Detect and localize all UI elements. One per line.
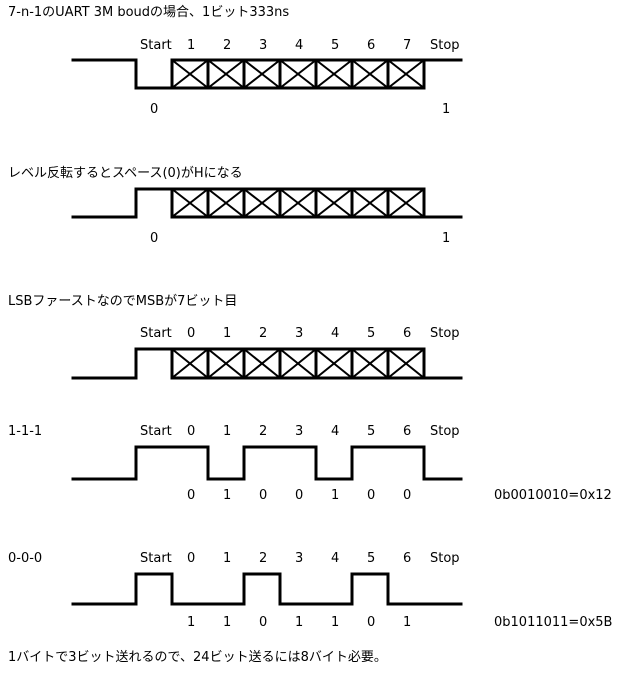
- bit-label: 2: [223, 38, 232, 53]
- bit-label-start: Start: [140, 38, 172, 53]
- bit-label: 5: [331, 38, 340, 53]
- byte-result: 0b0010010=0x12: [494, 488, 612, 503]
- bit-label: 3: [295, 424, 304, 439]
- bit-label: 4: [295, 38, 304, 53]
- bit-label: 6: [403, 551, 412, 566]
- bit-label-start: Start: [140, 424, 172, 439]
- bit-label: 2: [259, 424, 268, 439]
- bit-label-stop: Stop: [430, 424, 460, 439]
- bit-value: 1: [331, 488, 340, 503]
- bit-label-start: Start: [140, 326, 172, 341]
- bit-value: 0: [259, 615, 268, 630]
- heading-level-inversion: レベル反転するとスペース(0)がHになる: [8, 166, 243, 181]
- bit-label: 2: [259, 326, 268, 341]
- bit-label: 6: [367, 38, 376, 53]
- bit-label-stop: Stop: [430, 38, 460, 53]
- bit-value: 1: [223, 488, 232, 503]
- waveform-normal: [71, 58, 463, 90]
- level-label-high: 1: [442, 102, 451, 117]
- heading-lsb-first: LSBファーストなのでMSBが7ビット目: [8, 294, 238, 309]
- bit-label: 2: [259, 551, 268, 566]
- waveform-inverted: [71, 187, 463, 219]
- bit-value: 1: [331, 615, 340, 630]
- bit-label: 0: [187, 424, 196, 439]
- level-label-low: 0: [150, 102, 159, 117]
- bit-label: 3: [295, 551, 304, 566]
- bit-value: 1: [403, 615, 412, 630]
- waveform-lsb-first: [71, 347, 463, 380]
- pattern-label: 1-1-1: [8, 424, 43, 439]
- bit-value: 0: [187, 488, 196, 503]
- bit-label-start: Start: [140, 551, 172, 566]
- bit-value: 0: [367, 488, 376, 503]
- waveform-1-1-1: [71, 445, 463, 481]
- bit-label: 7: [403, 38, 412, 53]
- bit-label: 5: [367, 551, 376, 566]
- bit-label: 0: [187, 326, 196, 341]
- bit-label: 3: [259, 38, 268, 53]
- bit-label: 4: [331, 424, 340, 439]
- bit-label: 1: [223, 326, 232, 341]
- bit-label: 4: [331, 551, 340, 566]
- footer-note: 1バイトで3ビット送れるので、24ビット送るには8バイト必要。: [8, 650, 387, 665]
- bit-label: 1: [223, 551, 232, 566]
- bit-label-stop: Stop: [430, 326, 460, 341]
- bit-label: 6: [403, 424, 412, 439]
- bit-label: 3: [295, 326, 304, 341]
- bit-value: 1: [295, 615, 304, 630]
- bit-label: 1: [223, 424, 232, 439]
- bit-value: 0: [403, 488, 412, 503]
- bit-value: 0: [259, 488, 268, 503]
- bit-value: 1: [223, 615, 232, 630]
- pattern-label: 0-0-0: [8, 551, 43, 566]
- waveform-0-0-0: [71, 572, 463, 606]
- bit-label: 4: [331, 326, 340, 341]
- bit-label: 6: [403, 326, 412, 341]
- level-label-low: 0: [150, 231, 159, 246]
- heading-uart-timing: 7-n-1のUART 3M boudの場合、1ビット333ns: [8, 5, 290, 20]
- bit-label: 1: [187, 38, 196, 53]
- bit-value: 1: [187, 615, 196, 630]
- bit-label-stop: Stop: [430, 551, 460, 566]
- bit-value: 0: [367, 615, 376, 630]
- byte-result: 0b1011011=0x5B: [494, 615, 613, 630]
- level-label-high: 1: [442, 231, 451, 246]
- bit-value: 0: [295, 488, 304, 503]
- bit-label: 5: [367, 326, 376, 341]
- bit-label: 5: [367, 424, 376, 439]
- bit-label: 0: [187, 551, 196, 566]
